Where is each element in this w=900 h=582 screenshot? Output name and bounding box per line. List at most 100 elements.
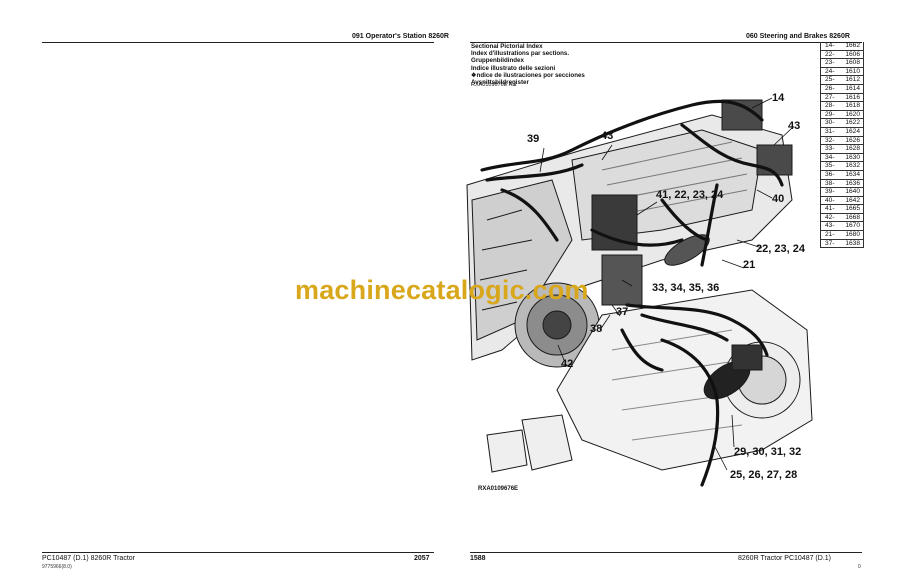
- callout-page: 1622: [845, 119, 860, 127]
- callout-21: 21: [743, 259, 756, 271]
- callout-table-row: 35- 1632: [821, 162, 863, 171]
- callout-key: 28-: [825, 102, 835, 110]
- callout-table-row: 34- 1630: [821, 154, 863, 163]
- callout-key: 35-: [825, 162, 835, 170]
- callout-table-row: 31- 1624: [821, 128, 863, 137]
- callout-key: 26-: [825, 84, 835, 92]
- callout-page: 1608: [845, 59, 860, 67]
- callout-43-top: 43: [601, 130, 614, 142]
- left-page: 091 Operator's Station 8260R PC10487 (D.…: [42, 33, 449, 570]
- right-footer-code: 0: [858, 564, 861, 570]
- callout-page: 1632: [845, 162, 860, 170]
- callout-table-row: 40- 1642: [821, 197, 863, 206]
- callout-38: 38: [590, 323, 603, 335]
- callout-key: 43-: [825, 222, 835, 230]
- callout-key: 21-: [825, 231, 835, 239]
- callout-key: 41-: [825, 205, 835, 213]
- callout-page: 1624: [845, 127, 860, 135]
- left-page-number: 2057: [414, 555, 430, 562]
- callout-39: 39: [527, 133, 540, 145]
- callout-page: 1668: [845, 213, 860, 221]
- callout-page: 1640: [845, 188, 860, 196]
- right-footer-text: 8260R Tractor PC10487 (D.1): [738, 555, 831, 562]
- callout-table-row: 27-1616: [821, 94, 863, 103]
- callout-key: 37-: [825, 239, 835, 247]
- callout-table-row: 14- 1662: [821, 42, 863, 51]
- left-footer-rule: [42, 552, 434, 553]
- callout-page: 1638: [845, 239, 860, 247]
- callout-40: 40: [772, 193, 785, 205]
- callout-key: 25-: [825, 76, 835, 84]
- callout-key: 34-: [825, 153, 835, 161]
- callout-key: 14-: [825, 42, 835, 49]
- callout-table-row: 21- 1680: [821, 231, 863, 240]
- callout-key: 24-: [825, 67, 835, 75]
- callout-page: 1628: [845, 145, 860, 153]
- index-line: Index d'illustrations par sections.: [471, 50, 570, 58]
- figure-caption: RXA0109676E: [478, 486, 519, 492]
- callout-table-row: 28-1618: [821, 102, 863, 111]
- callout-table-row: 41- 1665: [821, 205, 863, 214]
- callout-page: 1620: [845, 110, 860, 118]
- callout-table-row: 39- 1640: [821, 188, 863, 197]
- sectional-index-titles: Sectional Pictorial Index Index d'illust…: [471, 43, 585, 86]
- callout-14: 14: [772, 92, 785, 104]
- index-line: Gruppenbildindex: [471, 57, 524, 65]
- callout-key: 31-: [825, 127, 835, 135]
- callout-page: 1642: [845, 196, 860, 204]
- figure-reference: RXA0109676E A.1: [471, 82, 517, 88]
- callout-table-row: 23- 1608: [821, 59, 863, 68]
- callout-page: 1612: [845, 76, 860, 84]
- right-footer-rule: [470, 552, 862, 553]
- callout-29-30-31-32: 29, 30, 31, 32: [734, 446, 802, 458]
- callout-43-right: 43: [788, 120, 801, 132]
- right-page-number: 1588: [470, 555, 486, 562]
- callout-page: 1610: [845, 67, 860, 75]
- callout-table-row: 22-1606: [821, 51, 863, 60]
- callout-table-row: 37- 1638: [821, 240, 863, 249]
- index-line: Indice illustrato delle sezioni: [471, 64, 556, 72]
- callout-key: 29-: [825, 110, 835, 118]
- callout-key: 23-: [825, 59, 835, 67]
- callout-table-row: 36- 1634: [821, 171, 863, 180]
- callout-table-row: 25- 1612: [821, 76, 863, 85]
- callout-table-row: 38- 1636: [821, 180, 863, 189]
- index-line: ❖ndice de ilustraciones por secciones: [471, 71, 585, 79]
- callout-page: 1630: [845, 153, 860, 161]
- callout-page: 1680: [845, 231, 860, 239]
- callout-table-row: 30-1622: [821, 119, 863, 128]
- watermark-logo: machinecatalogic.com: [295, 275, 589, 305]
- left-page-header: 091 Operator's Station 8260R: [352, 33, 449, 40]
- callout-41-22-23-24: 41, 22, 23, 24: [656, 189, 724, 201]
- callout-page: 1614: [845, 84, 860, 92]
- callout-key: 32-: [825, 136, 835, 144]
- callout-page: 1670: [845, 222, 860, 230]
- callout-22-23-24: 22, 23, 24: [756, 243, 805, 255]
- callout-page: 1636: [845, 179, 860, 187]
- callout-page: 1626: [845, 136, 860, 144]
- left-footer-text: PC10487 (D.1) 8260R Tractor: [42, 555, 135, 562]
- callout-33-34-35-36: 33, 34, 35, 36: [652, 282, 720, 294]
- left-header-rule: [42, 42, 434, 43]
- right-page: 060 Steering and Brakes 8260R 1588 8260R…: [450, 0, 900, 582]
- callout-key: 42-: [825, 213, 835, 221]
- callout-table-row: 24- 1610: [821, 68, 863, 77]
- callout-page: 1662: [845, 42, 860, 49]
- callout-page: 1634: [845, 170, 860, 178]
- index-line: Sectional Pictorial Index: [471, 43, 543, 50]
- callout-table-row: 43- 1670: [821, 222, 863, 232]
- callout-page: 1616: [845, 93, 860, 101]
- right-page-header: 060 Steering and Brakes 8260R: [746, 33, 850, 40]
- callout-page: 1665: [845, 205, 860, 213]
- callout-page: 1606: [845, 50, 860, 58]
- callout-key: 36-: [825, 170, 835, 178]
- callout-key: 40-: [825, 196, 835, 204]
- callout-25-26-27-28: 25, 26, 27, 28: [730, 469, 798, 481]
- callout-key: 33-: [825, 145, 835, 153]
- callout-key: 39-: [825, 188, 835, 196]
- callout-key: 38-: [825, 179, 835, 187]
- callout-table-row: 42- 1668: [821, 214, 863, 223]
- callout-table-row: 29- 1620: [821, 111, 863, 120]
- right-header-rule: [470, 42, 862, 43]
